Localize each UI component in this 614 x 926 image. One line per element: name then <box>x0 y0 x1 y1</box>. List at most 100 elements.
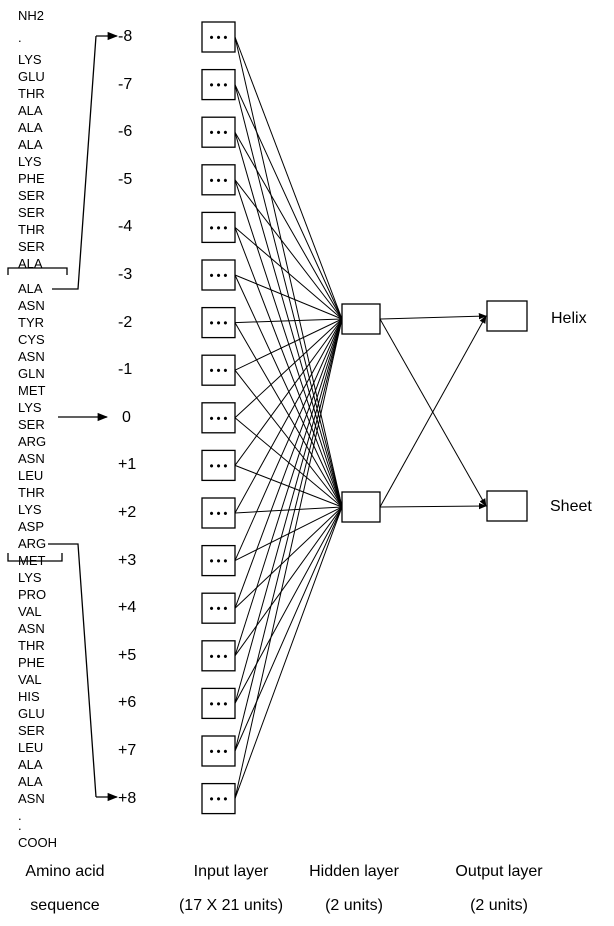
amino-acid-35: VAL <box>18 604 42 619</box>
amino-acid-45: ALA <box>18 774 43 789</box>
input-unit-8 <box>201 354 236 386</box>
amino-acid-20: ASN <box>18 349 45 364</box>
edge-input-11-hidden-1 <box>234 318 343 514</box>
caption-hidden-line1: Hidden layer <box>309 863 399 880</box>
hidden-unit-1 <box>341 303 381 335</box>
input-unit-dots-16: • • • <box>210 746 228 758</box>
amino-acid-39: VAL <box>18 672 42 687</box>
edge-input-4-hidden-2 <box>234 179 343 508</box>
position-label-10: +1 <box>118 456 137 474</box>
edge-input-15-hidden-2 <box>234 506 343 704</box>
caption-amino-line1: Amino acid <box>25 863 105 880</box>
amino-acid-11: SER <box>18 188 45 203</box>
edge-input-12-hidden-1 <box>234 318 343 561</box>
input-unit-dots-11: • • • <box>210 508 228 520</box>
caption-hidden-line2: (2 units) <box>325 897 383 914</box>
edge-input-8-hidden-1 <box>234 318 343 371</box>
position-label-9: 0 <box>122 408 131 426</box>
amino-acid-42: SER <box>18 723 45 738</box>
position-label-15: +6 <box>118 694 137 712</box>
position-label-14: +5 <box>118 646 137 664</box>
amino-acid-2: . <box>18 30 22 45</box>
amino-acid-10: PHE <box>18 171 45 186</box>
input-unit-6 <box>201 259 236 291</box>
amino-acid-21: GLN <box>18 366 45 381</box>
amino-acid-1: NH2 <box>18 8 45 23</box>
window-start-connector <box>52 35 97 290</box>
amino-acid-40: HIS <box>18 689 40 704</box>
amino-acid-14: SER <box>18 239 45 254</box>
edge-input-2-hidden-2 <box>234 84 343 508</box>
caption-amino-line2: sequence <box>30 897 100 914</box>
edge-input-7-hidden-2 <box>234 322 343 508</box>
amino-acid-12: SER <box>18 205 45 220</box>
amino-acid-38: PHE <box>18 655 45 670</box>
edge-input-5-hidden-1 <box>234 227 343 320</box>
input-unit-dots-9: • • • <box>210 413 228 425</box>
amino-acid-48: . <box>18 818 22 833</box>
edge-input-16-hidden-1 <box>234 318 343 752</box>
input-unit-7 <box>201 306 236 339</box>
input-unit-12 <box>201 544 236 577</box>
amino-acid-8: ALA <box>18 137 43 152</box>
input-unit-13 <box>201 592 236 624</box>
input-unit-dots-12: • • • <box>210 556 228 568</box>
window-end-bracket <box>7 553 63 562</box>
amino-acid-25: ARG <box>18 434 47 449</box>
edge-input-17-hidden-1 <box>234 318 343 799</box>
edge-input-17-hidden-2 <box>234 506 343 799</box>
amino-acid-27: LEU <box>18 468 44 483</box>
amino-acid-15: ALA <box>18 256 43 271</box>
amino-acid-33: LYS <box>18 570 42 585</box>
input-unit-16 <box>201 735 236 767</box>
position-label-16: +7 <box>118 742 137 759</box>
position-label-4: -5 <box>118 170 133 188</box>
input-unit-14 <box>201 640 236 672</box>
amino-acid-3: LYS <box>18 52 42 67</box>
input-unit-dots-6: • • • <box>210 270 228 282</box>
amino-acid-34: PRO <box>18 587 47 602</box>
position-label-5: -4 <box>118 218 133 236</box>
input-unit-dots-1: • • • <box>210 32 228 44</box>
edge-input-16-hidden-2 <box>234 506 343 752</box>
edge-input-6-hidden-1 <box>234 274 343 320</box>
input-unit-3 <box>201 116 236 148</box>
position-label-8: -1 <box>118 361 133 379</box>
input-unit-2 <box>201 68 236 101</box>
position-label-11: +2 <box>118 504 137 521</box>
edge-input-1-hidden-2 <box>234 36 343 508</box>
edge-input-9-hidden-1 <box>234 318 343 419</box>
amino-acid-37: THR <box>18 638 45 653</box>
input-unit-dots-15: • • • <box>210 698 228 710</box>
position-label-13: +4 <box>118 599 137 617</box>
amino-acid-28: THR <box>18 485 45 500</box>
amino-acid-46: ASN <box>18 791 45 806</box>
input-unit-dots-10: • • • <box>210 460 228 472</box>
amino-acid-18: TYR <box>18 315 44 330</box>
position-label-3: -6 <box>118 123 133 141</box>
input-unit-1 <box>201 21 236 53</box>
edge-input-6-hidden-2 <box>234 274 343 508</box>
input-unit-dots-3: • • • <box>210 127 228 139</box>
amino-acid-13: THR <box>18 222 45 237</box>
units: • • • • • • • • • • • • • • • • • • • • • • • •… <box>201 21 528 815</box>
amino-acid-49: COOH <box>18 835 57 850</box>
caption-output-line2: (2 units) <box>470 897 528 914</box>
edge-input-4-hidden-1 <box>234 179 343 320</box>
input-unit-5 <box>201 211 236 244</box>
input-unit-15 <box>201 687 236 720</box>
input-unit-9 <box>201 402 236 434</box>
edge-input-3-hidden-1 <box>234 131 343 320</box>
amino-acid-36: ASN <box>18 621 45 636</box>
input-unit-dots-4: • • • <box>210 175 228 187</box>
caption-output-line1: Output layer <box>455 863 543 880</box>
edge-input-7-hidden-1 <box>234 318 343 324</box>
input-unit-4 <box>201 164 236 196</box>
position-label-12: +3 <box>118 551 137 569</box>
amino-acid-5: THR <box>18 86 45 101</box>
amino-acid-29: LYS <box>18 502 42 517</box>
amino-acid-16: ALA <box>18 281 43 296</box>
input-unit-dots-13: • • • <box>210 603 228 615</box>
amino-acid-47: . <box>18 808 22 823</box>
